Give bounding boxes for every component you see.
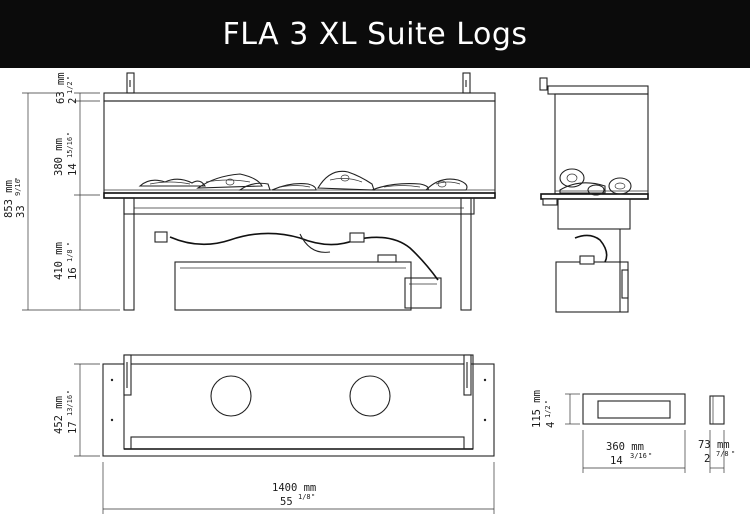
dim-total-height-mm: 853 mm xyxy=(3,180,15,218)
dim-depth-frac: 13/16 xyxy=(66,395,74,416)
top-view xyxy=(102,354,495,457)
dim-depth-mm: 452 mm xyxy=(53,396,65,434)
dim-vent-height: 115 mm 4 1/2 " xyxy=(531,390,557,428)
dimension-lines xyxy=(22,92,725,514)
dim-vent-width-mm: 360 mm xyxy=(606,441,644,453)
dim-legs-mark: " xyxy=(66,242,74,246)
dim-vent-width-in: 14 xyxy=(610,455,623,467)
log-set-side xyxy=(559,168,632,196)
dim-top-frame-frac: 1/2 xyxy=(66,81,74,94)
dim-vent-depth-in: 2 xyxy=(704,453,710,465)
dim-glass: 380 mm 14 15/16 " xyxy=(53,132,79,176)
dim-vent-height-in: 4 xyxy=(545,422,557,428)
dim-vent-depth: 73 mm 2 7/8 " xyxy=(698,439,735,465)
dim-glass-mark: " xyxy=(66,132,74,136)
dim-glass-frac: 15/16 xyxy=(66,137,74,158)
dim-depth-in: 17 xyxy=(67,421,79,434)
dim-width-mm: 1400 mm xyxy=(272,482,316,494)
dim-width-in: 55 xyxy=(280,496,293,508)
dim-top-frame-mm: 63 mm xyxy=(55,72,67,104)
dim-glass-in: 14 xyxy=(67,163,79,176)
dim-vent-height-mm: 115 mm xyxy=(531,390,543,428)
dim-depth: 452 mm 17 13/16 " xyxy=(53,390,79,434)
dim-width-frac: 1/8 xyxy=(298,493,311,501)
dim-top-frame-in: 2 xyxy=(67,98,79,104)
dim-vent-height-frac: 1/2 xyxy=(544,405,552,418)
dim-vent-width-mark: " xyxy=(648,452,652,460)
dim-legs: 410 mm 16 1/8 " xyxy=(53,242,79,280)
log-set-front xyxy=(138,170,468,191)
dim-total-height-frac: 9/16 xyxy=(14,179,22,196)
dim-top-frame: 63 mm 2 1/2 " xyxy=(55,72,79,104)
dim-depth-mark: " xyxy=(66,390,74,394)
dim-vent-width: 360 mm 14 3/16 " xyxy=(606,441,652,467)
dim-vent-height-mark: " xyxy=(544,400,552,404)
dim-legs-frac: 1/8 xyxy=(66,249,74,262)
diagram-title: FLA 3 XL Suite Logs xyxy=(222,16,528,52)
dim-top-frame-mark: " xyxy=(66,76,74,80)
dim-total-height-in: 33 xyxy=(15,205,27,218)
dim-total-height-mark: " xyxy=(14,177,22,181)
dim-width-mark: " xyxy=(311,493,315,501)
dim-vent-width-frac: 3/16 xyxy=(630,452,647,460)
front-view xyxy=(103,72,496,311)
technical-drawing: 853 mm 33 9/16 " 63 mm 2 1/2 " 380 mm 14… xyxy=(3,72,735,514)
title-bar: FLA 3 XL Suite Logs xyxy=(0,0,750,68)
dim-vent-depth-frac: 7/8 xyxy=(716,450,729,458)
side-view xyxy=(539,77,649,313)
dim-legs-mm: 410 mm xyxy=(53,242,65,280)
dim-glass-mm: 380 mm xyxy=(53,138,65,176)
dim-vent-depth-mm: 73 mm xyxy=(698,439,730,451)
vent-views xyxy=(582,393,725,425)
dim-legs-in: 16 xyxy=(67,267,79,280)
dim-total-height: 853 mm 33 9/16 " xyxy=(3,177,27,218)
dim-width: 1400 mm 55 1/8 " xyxy=(272,482,316,508)
dim-vent-depth-mark: " xyxy=(731,450,735,458)
